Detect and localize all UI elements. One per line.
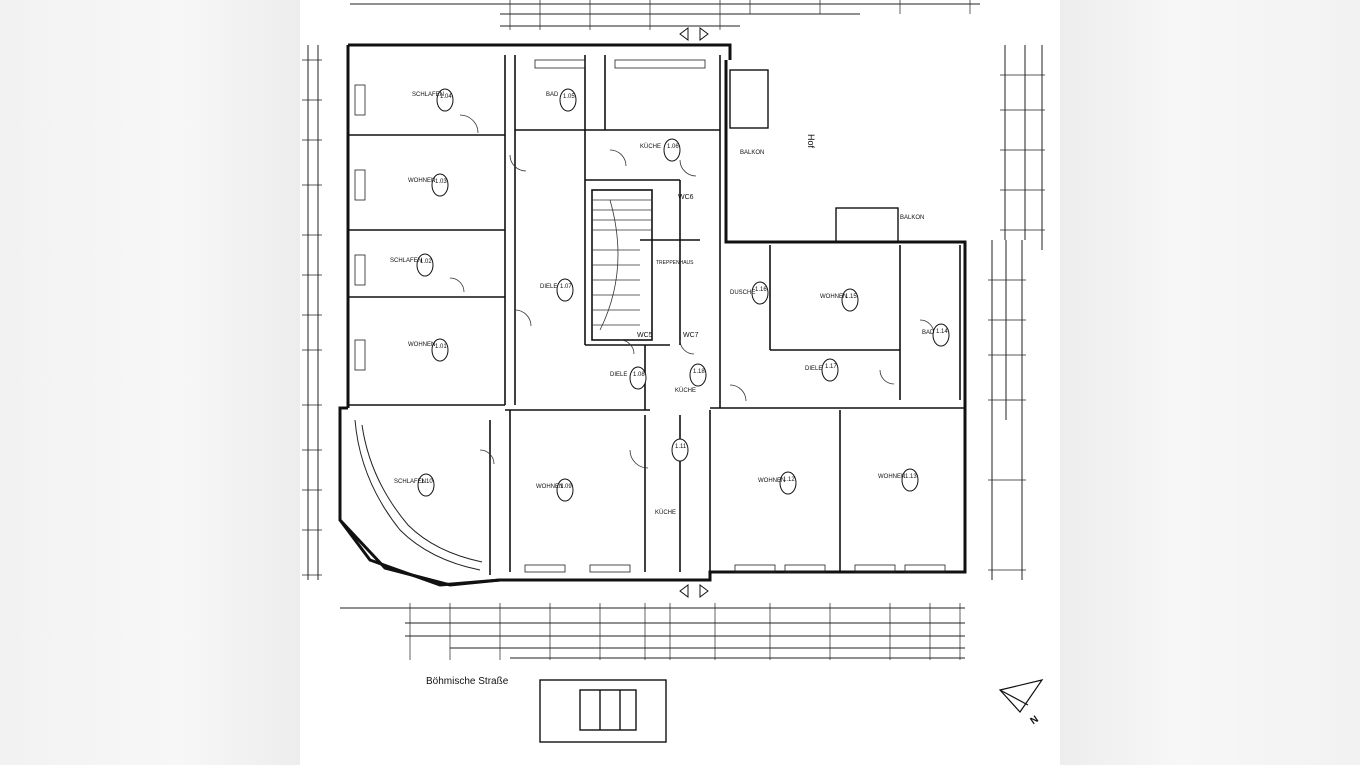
- room-1-15-name: WOHNEN: [820, 294, 848, 300]
- room-1-08-id: 1.08: [633, 372, 645, 378]
- room-1-12-name: WOHNEN: [758, 478, 786, 484]
- room-1-01-id: 1.01: [435, 344, 447, 350]
- room-1-04-name: SCHLAFEN: [412, 92, 445, 98]
- street-label: Böhmische Straße: [426, 676, 509, 687]
- room-1-16-id: 1.16: [755, 287, 767, 293]
- room-1-09-id: 1.09: [560, 484, 572, 490]
- room-1-16-name: DUSCHE: [730, 290, 756, 296]
- room-1-07-id: 1.07: [560, 284, 572, 290]
- room-1-10-name: SCHLAFEN: [394, 479, 427, 485]
- room-1-02-id: 1.02: [420, 259, 432, 265]
- wc6-label: WC6: [678, 194, 694, 201]
- room-1-03-id: 1.03: [435, 179, 447, 185]
- room-1-04-id: 1.04: [440, 94, 452, 100]
- room-1-18-name: KÜCHE: [675, 388, 697, 394]
- room-1-03-name: WOHNEN: [408, 178, 436, 184]
- room-1-05-name: BAD: [546, 92, 559, 98]
- floor-plan-drawing: [302, 0, 1045, 743]
- room-1-06-name: KÜCHE: [640, 144, 662, 150]
- room-1-17-name: DIELE: [805, 366, 823, 372]
- wc5-label: WC5: [637, 332, 653, 339]
- room-1-02-name: SCHLAFEN: [390, 258, 423, 264]
- room-1-14-name: BAD: [922, 330, 935, 336]
- blurred-background-left: [0, 0, 300, 765]
- room-1-08-name: DIELE: [610, 372, 628, 378]
- room-1-11-id: 1.11: [675, 444, 687, 450]
- floor-plan-sheet: 1.04 SCHLAFEN 1.03 WOHNEN 1.02 SCHLAFEN …: [300, 0, 1060, 765]
- room-1-09-name: WOHNEN: [536, 484, 564, 490]
- balcony-label-lower: BALKON: [900, 215, 925, 221]
- room-1-17-id: 1.17: [825, 364, 837, 370]
- stairwell-label: TREPPENHAUS: [656, 260, 694, 266]
- room-1-13-name: WOHNEN: [878, 474, 906, 480]
- room-1-15-id: 1.15: [845, 294, 857, 300]
- room-1-14-id: 1.14: [936, 329, 948, 335]
- blurred-background-right: [1060, 0, 1360, 765]
- courtyard-label: Hof: [806, 134, 816, 149]
- room-1-12-id: 1.12: [783, 477, 795, 483]
- room-1-13-id: 1.13: [905, 474, 917, 480]
- room-1-11-name: KÜCHE: [655, 510, 677, 516]
- room-1-06-id: 1.06: [667, 144, 679, 150]
- room-1-01-name: WOHNEN: [408, 342, 436, 348]
- room-1-18-id: 1.18: [693, 369, 705, 375]
- room-1-10-id: 1.10: [421, 479, 433, 485]
- balcony-label-upper: BALKON: [740, 150, 765, 156]
- room-1-07-name: DIELE: [540, 284, 558, 290]
- room-1-05-id: 1.05: [563, 94, 575, 100]
- wc7-label: WC7: [683, 332, 699, 339]
